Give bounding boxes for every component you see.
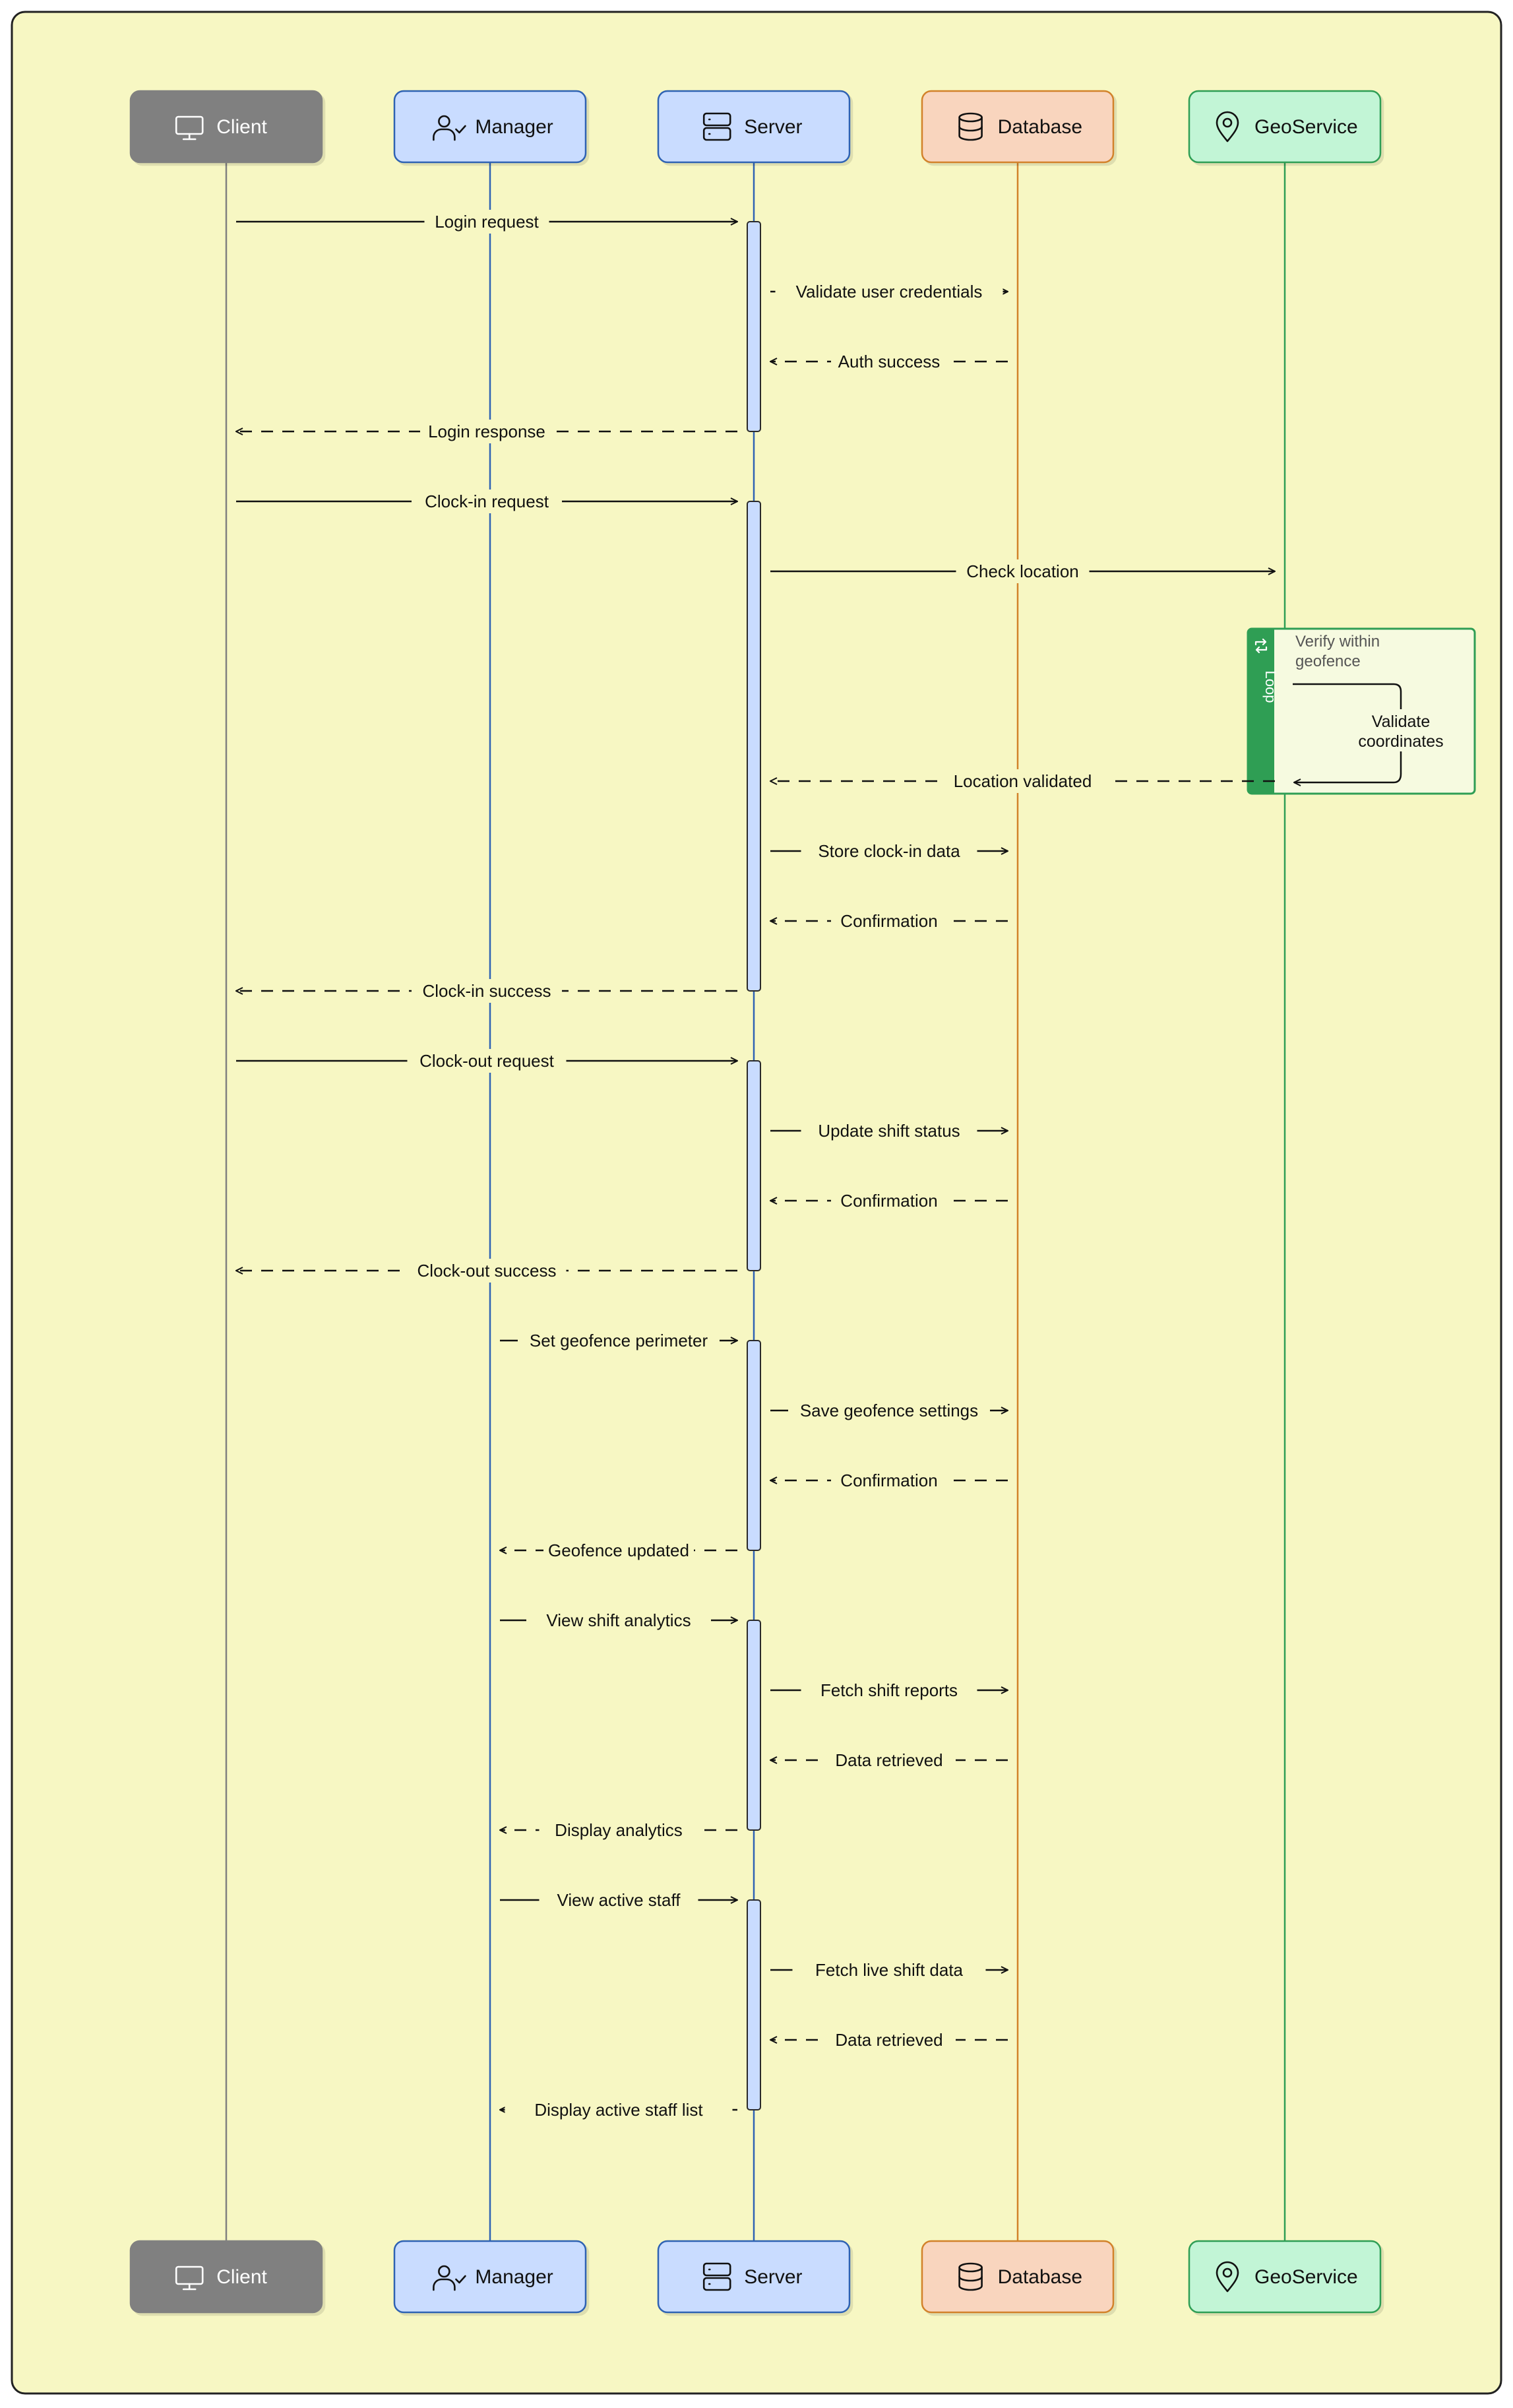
message-label: Confirmation	[840, 1191, 937, 1211]
participant-geoservice-top[interactable]: GeoService	[1188, 90, 1382, 164]
monitor-icon	[175, 115, 204, 141]
message-label: Data retrieved	[835, 1750, 942, 1770]
message-label: Check location	[966, 561, 1079, 581]
message-label: Clock-in success	[422, 981, 551, 1001]
activation-bar	[747, 221, 761, 432]
message-label: Clock-in request	[425, 491, 549, 511]
participant-client-top[interactable]: Client	[129, 90, 323, 164]
repeat-icon	[1254, 638, 1268, 654]
participant-label: Client	[216, 2266, 267, 2288]
message-label: Fetch live shift data	[815, 1960, 964, 1980]
participant-database-top[interactable]: Database	[921, 90, 1115, 164]
activation-bar	[747, 1899, 761, 2110]
message-label: Geofence updated	[548, 1540, 689, 1560]
server-icon	[702, 2262, 731, 2291]
participant-client-bottom[interactable]: Client	[129, 2240, 323, 2314]
message-label: Location validated	[954, 771, 1092, 791]
database-icon	[958, 2262, 983, 2291]
participant-label: Manager	[475, 116, 553, 138]
message-label: View active staff	[557, 1890, 681, 1910]
loop-tag-label: Loop	[1262, 671, 1279, 703]
monitor-icon	[175, 2265, 204, 2291]
activation-bar	[747, 1340, 761, 1551]
participant-manager-top[interactable]: Manager	[393, 90, 587, 164]
user-check-icon	[433, 115, 466, 141]
message-label: Update shift status	[818, 1121, 960, 1141]
participant-label: Database	[998, 116, 1082, 138]
message-label: Fetch shift reports	[820, 1680, 958, 1700]
activation-bar	[747, 1620, 761, 1831]
message-label: Confirmation	[840, 1471, 937, 1490]
message-label: Clock-out success	[417, 1261, 557, 1281]
participant-label: GeoService	[1254, 116, 1358, 138]
map-pin-icon	[1216, 111, 1239, 143]
participant-label: Server	[744, 2266, 802, 2288]
activation-bar	[747, 501, 761, 992]
message-label: Save geofence settings	[800, 1401, 978, 1420]
message-label: Display analytics	[555, 1820, 683, 1840]
activation-bar	[747, 1060, 761, 1271]
participant-label: GeoService	[1254, 2266, 1358, 2288]
participant-label: Database	[998, 2266, 1082, 2288]
message-label: Set geofence perimeter	[530, 1331, 708, 1350]
message-label: Confirmation	[840, 911, 937, 931]
message-label: Login response	[428, 422, 545, 441]
message-label: Clock-out request	[419, 1051, 555, 1071]
map-pin-icon	[1216, 2261, 1239, 2293]
participant-label: Server	[744, 116, 802, 138]
participant-database-bottom[interactable]: Database	[921, 2240, 1115, 2314]
message-label: Display active staff list	[534, 2100, 703, 2120]
message-label: Store clock-in data	[818, 841, 960, 861]
participant-geoservice-bottom[interactable]: GeoService	[1188, 2240, 1382, 2314]
participant-server-top[interactable]: Server	[657, 90, 851, 164]
message-label: View shift analytics	[546, 1610, 691, 1630]
server-icon	[702, 112, 731, 141]
message-label: Login request	[435, 212, 539, 232]
message-label: Data retrieved	[835, 2030, 942, 2050]
message-label: Validate user credentials	[796, 282, 983, 301]
user-check-icon	[433, 2265, 466, 2291]
participant-manager-bottom[interactable]: Manager	[393, 2240, 587, 2314]
database-icon	[958, 112, 983, 141]
activation-bars	[747, 221, 761, 2110]
participant-server-bottom[interactable]: Server	[657, 2240, 851, 2314]
message-label: Auth success	[838, 352, 941, 371]
participant-label: Manager	[475, 2266, 553, 2288]
participant-label: Client	[216, 116, 267, 138]
